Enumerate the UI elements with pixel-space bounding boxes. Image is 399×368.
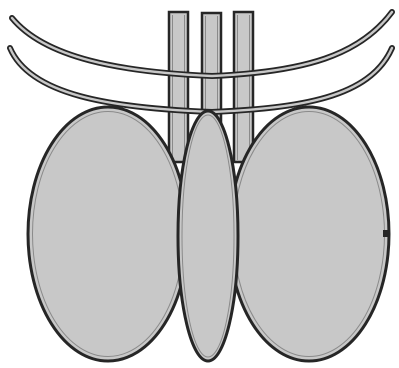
oval-left <box>28 107 190 361</box>
rod-right <box>234 12 253 162</box>
oval-center <box>178 111 238 361</box>
rod-left <box>169 12 188 162</box>
oval-right <box>229 107 389 361</box>
